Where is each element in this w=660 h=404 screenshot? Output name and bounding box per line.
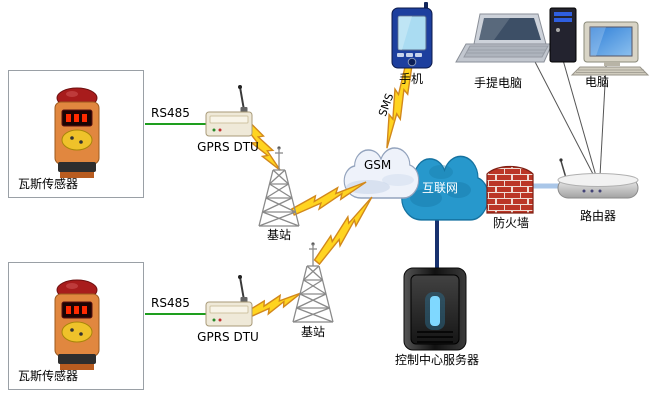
gas-sensor-2-icon [54,279,100,371]
gsm-cloud-label: GSM [364,158,392,172]
gprs-dtu-1-label: GPRS DTU [197,140,259,154]
server-icon [403,267,467,351]
laptop-icon [455,13,553,63]
gas-sensor-1-icon [54,87,100,179]
router-lan-links [531,55,607,177]
desktop-pc-label: 电脑 [584,75,609,89]
base-station-2-label: 基站 [300,325,325,339]
server-label: 控制中心服务器 [394,353,479,367]
gprs-dtu-2-label: GPRS DTU [197,330,259,344]
rs485-1-label: RS485 [151,106,190,120]
sensor-1-label: 瓦斯传感器 [18,177,79,191]
gprs-dtu-2-icon [205,274,253,327]
mobile-phone-icon [391,2,433,69]
gsm-cloud-icon [343,147,420,199]
internet-cloud-label: 互联网 [421,181,458,195]
rs485-links [145,123,210,315]
internet-cloud-icon [400,155,489,221]
gprs-dtu-1-icon [205,84,253,137]
firewall-icon [486,165,534,214]
laptop-label: 手提电脑 [473,76,522,90]
router-label: 路由器 [579,209,616,223]
desktop-pc-icon [549,7,650,76]
sensor-2-label: 瓦斯传感器 [18,369,79,383]
base-station-1-label: 基站 [266,228,291,242]
firewall-label: 防火墙 [492,216,529,230]
router-icon [557,158,639,199]
mobile-phone-label: 手机 [398,72,423,86]
rs485-2-label: RS485 [151,296,190,310]
